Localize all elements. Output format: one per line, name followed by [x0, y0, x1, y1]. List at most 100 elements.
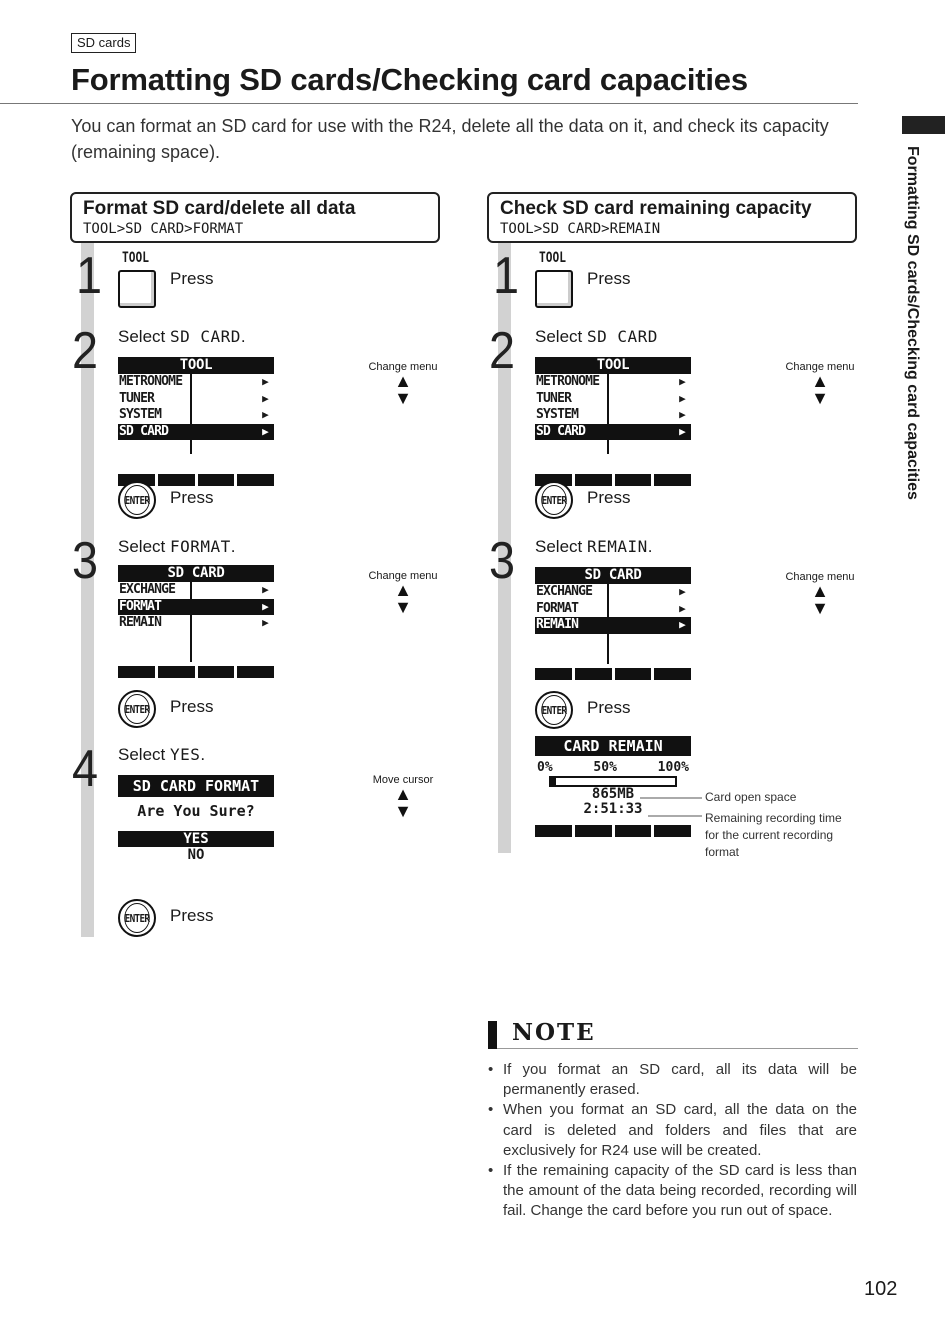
note-item: If the remaining capacity of the SD card… — [488, 1161, 857, 1222]
lcd-option-no: NO — [187, 847, 205, 863]
menu-word: YES — [169, 745, 201, 764]
title-divider — [0, 103, 858, 104]
scale-label: 100% — [657, 760, 689, 775]
arrow-down-icon[interactable]: ▼ — [394, 597, 412, 617]
enter-button-icon[interactable]: ENTER — [535, 481, 573, 519]
select-label: Select — [535, 327, 583, 346]
note-title: NOTE — [512, 1019, 596, 1046]
lcd-menu-row: EXCHANGE▶ — [536, 584, 686, 599]
arrow-down-icon[interactable]: ▼ — [811, 388, 829, 408]
select-label: Select — [118, 537, 166, 556]
lcd-menu-row: TUNER▶ — [536, 390, 686, 406]
change-menu-arrows[interactable]: Change menu ▲ ▼ — [368, 361, 438, 407]
lcd-header: SD CARD FORMAT — [118, 775, 274, 797]
punctuation: . — [200, 745, 206, 764]
tool-button-caption: TOOL — [539, 250, 566, 266]
move-cursor-arrows[interactable]: Move cursor ▲ ▼ — [368, 774, 438, 820]
remain-path: TOOL>SD CARD>REMAIN — [500, 221, 661, 237]
punctuation: . — [647, 537, 653, 556]
lcd-menu-row-selected: SD CARD▶ — [118, 423, 274, 440]
format-heading-box: Format SD card/delete all data TOOL>SD C… — [70, 192, 440, 243]
triangle-right-icon: ▶ — [679, 601, 686, 615]
lcd-format-confirm: SD CARD FORMAT Are You Sure? YES NO — [118, 775, 274, 863]
step-number: 1 — [493, 247, 520, 305]
menu-word: SD CARD — [586, 327, 658, 346]
format-heading: Format SD card/delete all data — [83, 198, 356, 219]
change-menu-arrows[interactable]: Change menu ▲ ▼ — [368, 570, 438, 616]
remain-meter — [549, 776, 677, 787]
menu-word: FORMAT — [169, 537, 231, 556]
section-tag: SD cards — [71, 33, 137, 53]
arrow-down-icon[interactable]: ▼ — [394, 388, 412, 408]
triangle-right-icon: ▶ — [679, 375, 686, 388]
triangle-right-icon: ▶ — [679, 408, 686, 421]
lcd-header: TOOL — [118, 357, 274, 374]
step-number: 2 — [489, 322, 516, 380]
lcd-tool-menu: TOOL METRONOME▶ TUNER▶ SYSTEM▶ SD CARD▶ — [118, 357, 274, 486]
note-heading: NOTE — [488, 1019, 858, 1049]
lcd-header: TOOL — [535, 357, 691, 374]
change-menu-arrows[interactable]: Change menu ▲ ▼ — [785, 571, 855, 617]
arrow-up-icon[interactable]: ▲ — [811, 371, 829, 391]
format-step-bar — [81, 243, 94, 937]
arrow-up-icon[interactable]: ▲ — [394, 784, 412, 804]
step-number: 1 — [76, 247, 103, 305]
lcd-header: SD CARD — [118, 565, 274, 582]
remain-space: 865MB — [591, 786, 635, 802]
intro-text: You can format an SD card for use with t… — [71, 116, 829, 162]
triangle-right-icon: ▶ — [262, 616, 269, 629]
side-chapter-label: Formatting SD cards/Checking card capaci… — [904, 146, 921, 500]
lcd-menu-row: SYSTEM▶ — [119, 407, 269, 422]
lcd-question: Are You Sure? — [137, 802, 255, 820]
lcd-menu-row: METRONOME▶ — [536, 374, 686, 389]
change-menu-arrows[interactable]: Change menu ▲ ▼ — [785, 361, 855, 407]
remain-step-bar — [498, 243, 511, 853]
tool-button-icon[interactable] — [535, 270, 573, 308]
arrow-down-icon[interactable]: ▼ — [394, 801, 412, 821]
enter-button-icon[interactable]: ENTER — [535, 691, 573, 729]
select-label: Select — [535, 537, 583, 556]
triangle-right-icon: ▶ — [679, 585, 686, 598]
step-number: 2 — [72, 322, 99, 380]
enter-button-icon[interactable]: ENTER — [118, 690, 156, 728]
callout-lines — [640, 797, 702, 817]
callout-time: Remaining recording time for the current… — [705, 811, 842, 859]
lcd-tool-menu: TOOL METRONOME▶ TUNER▶ SYSTEM▶ SD CARD▶ — [535, 357, 691, 486]
remain-heading-box: Check SD card remaining capacity TOOL>SD… — [487, 192, 857, 243]
enter-button-icon[interactable]: ENTER — [118, 899, 156, 937]
triangle-right-icon: ▶ — [679, 618, 686, 631]
lcd-menu-row: METRONOME▶ — [119, 374, 269, 389]
lcd-option-yes: YES — [118, 831, 274, 847]
press-label: Press — [587, 269, 631, 288]
press-label: Press — [170, 488, 214, 507]
page-number: 102 — [864, 1278, 898, 1300]
remain-time: 2:51:33 — [583, 801, 643, 817]
lcd-menu-row: TUNER▶ — [119, 390, 269, 406]
tool-button-caption: TOOL — [122, 250, 149, 266]
arrow-up-icon[interactable]: ▲ — [394, 371, 412, 391]
tool-button-icon[interactable] — [118, 270, 156, 308]
arrow-up-icon[interactable]: ▲ — [394, 580, 412, 600]
arrow-down-icon[interactable]: ▼ — [811, 598, 829, 618]
scale-label: 0% — [537, 760, 553, 775]
arrows-caption: Move cursor — [372, 774, 434, 786]
scale-label: 50% — [593, 760, 617, 775]
note-item: If you format an SD card, all its data w… — [488, 1060, 857, 1100]
triangle-right-icon: ▶ — [262, 583, 269, 596]
arrows-caption: Change menu — [368, 570, 438, 582]
enter-button-icon[interactable]: ENTER — [118, 481, 156, 519]
remain-scale: 0% 50% 100% — [535, 756, 691, 776]
step-instruction: Select YES. — [118, 745, 205, 765]
triangle-right-icon: ▶ — [262, 391, 269, 405]
callout-space: Card open space — [705, 790, 797, 804]
arrow-up-icon[interactable]: ▲ — [811, 581, 829, 601]
triangle-right-icon: ▶ — [679, 424, 686, 438]
page-title: Formatting SD cards/Checking card capaci… — [71, 62, 748, 97]
note-item: When you format an SD card, all the data… — [488, 1100, 857, 1161]
step-instruction: Select FORMAT. — [118, 537, 236, 557]
menu-word: REMAIN — [586, 537, 648, 556]
lcd-header: SD CARD — [535, 567, 691, 584]
press-label: Press — [587, 488, 631, 507]
lcd-menu-row-selected: FORMAT▶ — [118, 598, 274, 615]
step-number: 3 — [72, 532, 99, 590]
